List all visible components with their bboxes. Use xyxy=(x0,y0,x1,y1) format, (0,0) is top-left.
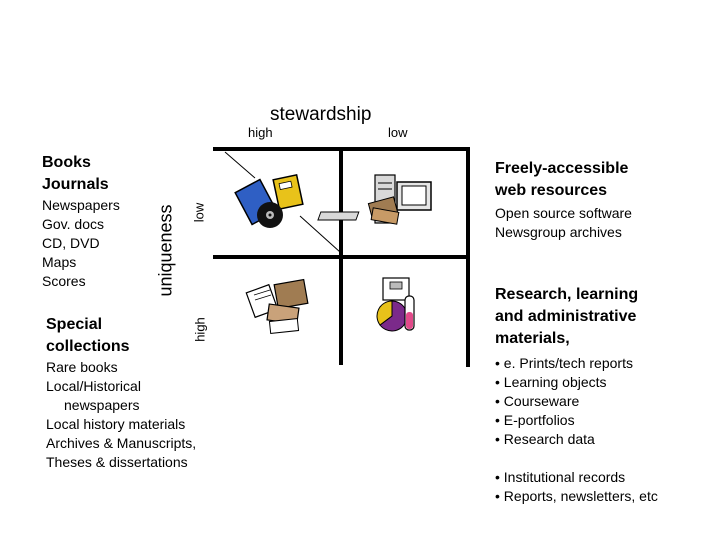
grid-lines xyxy=(213,147,470,367)
block-heading-line-3: materials, xyxy=(495,330,570,347)
list-item: • Reports, newsletters, etc xyxy=(495,488,658,504)
block-heading-line-2: and administrative xyxy=(495,308,637,325)
list-item: • Institutional records xyxy=(495,469,626,485)
block-heading-line-2: collections xyxy=(46,338,130,355)
block-heading-line-2: web resources xyxy=(495,182,608,199)
institutional-records-list: • Institutional records • Reports, newsl… xyxy=(495,468,658,506)
block-heading-line-1: Special xyxy=(46,316,103,333)
list-item: Gov. docs xyxy=(42,216,104,232)
list-item: Local history materials xyxy=(46,416,186,432)
print-collections-list: Newspapers Gov. docs CD, DVD Maps Scores xyxy=(42,196,120,291)
stewardship-low-label: low xyxy=(388,125,408,140)
list-item: • Learning objects xyxy=(495,374,607,390)
list-item: newspapers xyxy=(64,397,140,413)
computer-workstation-icon xyxy=(317,174,432,225)
diagonal-lines xyxy=(224,151,341,253)
list-item: • Research data xyxy=(495,431,595,447)
block-heading-line-1: Books xyxy=(42,154,91,171)
block-heading-line-1: Research, learning xyxy=(495,286,639,303)
list-item: • e. Prints/tech reports xyxy=(495,355,633,371)
list-item: • E-portfolios xyxy=(495,412,575,428)
stewardship-axis-title: stewardship xyxy=(270,104,372,125)
special-collections-list: Rare books Local/Historical newspapers L… xyxy=(46,358,196,472)
block-heading-line-2: Journals xyxy=(42,176,109,193)
list-item: Theses & dissertations xyxy=(46,454,188,470)
research-materials-block: Research, learning and administrative ma… xyxy=(495,284,658,506)
list-item: Scores xyxy=(42,273,86,289)
web-resources-list: Open source software Newsgroup archives xyxy=(495,204,632,242)
books-disk-icon xyxy=(234,173,304,228)
list-item: Open source software xyxy=(495,205,632,221)
special-collections-block: Special collections Rare books Local/His… xyxy=(46,314,196,472)
web-resources-block: Freely-accessible web resources Open sou… xyxy=(495,158,632,242)
list-item: Rare books xyxy=(46,359,118,375)
list-item: Local/Historical xyxy=(46,378,141,394)
list-item: Archives & Manuscripts, xyxy=(46,435,197,451)
research-tools-icon xyxy=(376,277,415,332)
list-item: Newsgroup archives xyxy=(495,224,622,240)
list-item: Maps xyxy=(42,254,77,270)
list-item: • Courseware xyxy=(495,393,580,409)
list-item: Newspapers xyxy=(42,197,120,213)
print-collections-block: Books Journals Newspapers Gov. docs CD, … xyxy=(42,152,120,291)
list-item: CD, DVD xyxy=(42,235,100,251)
manuscripts-icon xyxy=(245,278,309,334)
block-heading-line-1: Freely-accessible xyxy=(495,160,629,177)
research-materials-list: • e. Prints/tech reports • Learning obje… xyxy=(495,354,658,449)
stewardship-high-label: high xyxy=(248,125,273,140)
